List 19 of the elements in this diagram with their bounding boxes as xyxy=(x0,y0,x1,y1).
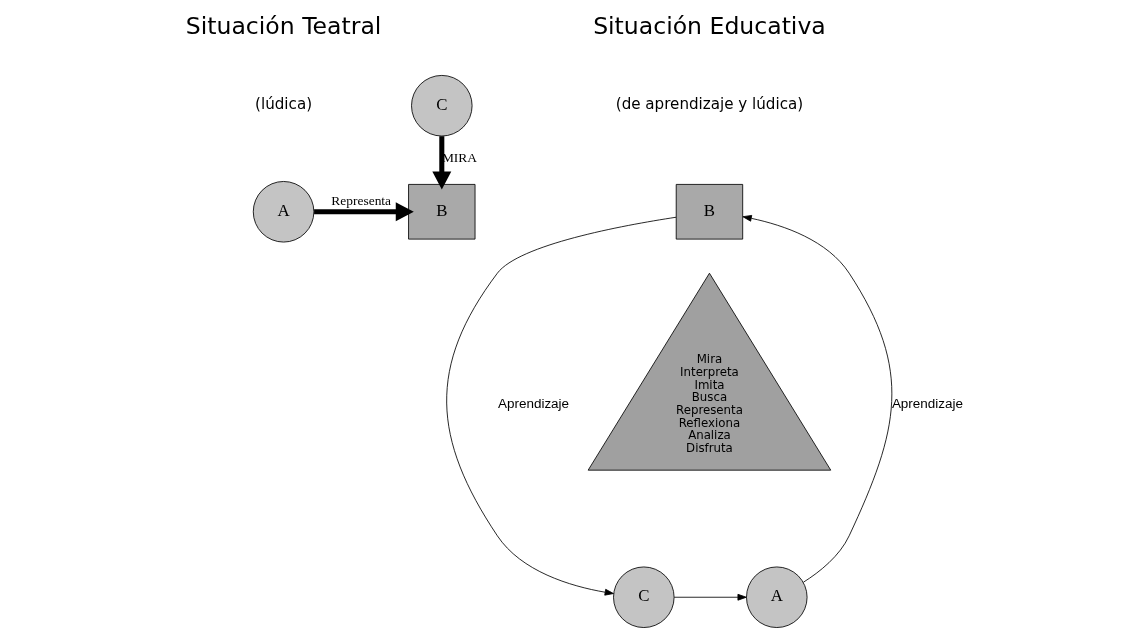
edge-label: Aprendizaje xyxy=(891,395,963,411)
arrow xyxy=(742,215,893,583)
label: (lúdica) xyxy=(255,95,313,114)
arrow xyxy=(314,202,414,222)
arrow xyxy=(673,593,747,601)
edge-label: MIRA xyxy=(441,149,478,165)
node-circle: C xyxy=(411,75,473,137)
arrow xyxy=(446,216,677,596)
node-circle: A xyxy=(746,566,808,628)
node-circle: A xyxy=(252,181,315,243)
label: (de aprendizaje y lúdica) xyxy=(615,95,804,114)
label: Situación Educativa xyxy=(593,11,826,40)
node-box: B xyxy=(408,184,476,240)
arrow xyxy=(432,136,452,190)
node-box: B xyxy=(675,184,744,240)
edge-label: Aprendizaje xyxy=(498,395,570,411)
label: Situación Teatral xyxy=(185,11,382,40)
node-circle: C xyxy=(613,566,675,628)
edge-label: Representa xyxy=(331,192,392,208)
